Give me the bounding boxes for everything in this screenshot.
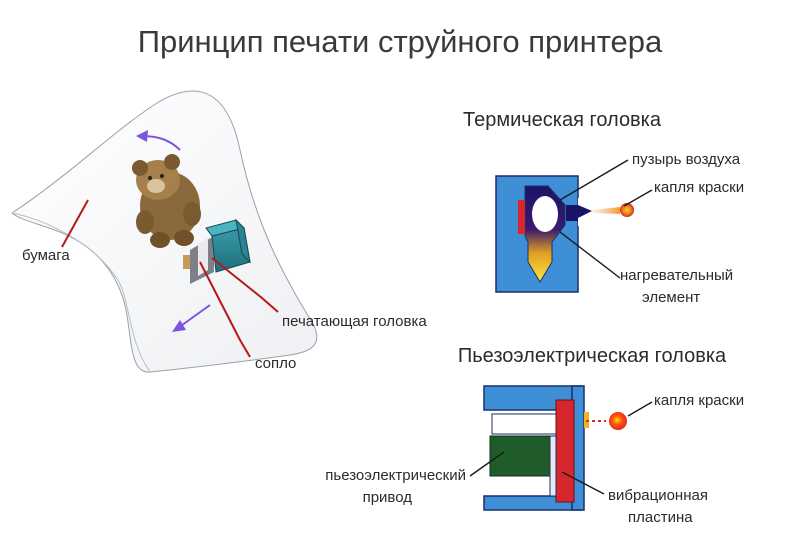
piezo-ink-drop (609, 412, 627, 430)
piezo-actuator (489, 435, 551, 477)
piezo-head-schematic (483, 385, 627, 511)
heater-label-line1: нагревательный (620, 267, 733, 284)
thermal-drop-label: капля краски (654, 179, 744, 196)
heater-leader-line (559, 231, 621, 279)
piezo-head-section: Пьезоэлектрическая головка капля краски … (325, 345, 744, 526)
paper-motion-arrowhead (136, 130, 148, 142)
heater-element (518, 200, 525, 234)
nozzle-label: сопло (255, 355, 296, 372)
thermal-head-section: Термическая головка пузырь воздуха капля… (463, 109, 744, 306)
heater-label-line2: элемент (642, 289, 700, 306)
thermal-head-schematic (495, 175, 634, 293)
printed-bear-image (132, 154, 201, 248)
bubble-leader-line (559, 159, 629, 201)
actuator-label-line2: привод (363, 489, 413, 506)
piezo-drop-label: капля краски (654, 392, 744, 409)
air-bubble (532, 196, 558, 232)
paper-leader-line (61, 199, 89, 248)
head-motion-arrow (177, 304, 211, 329)
actuator-leader-line (469, 451, 505, 477)
thermal-head-title: Термическая головка (463, 109, 662, 131)
plate-leader-line (561, 471, 605, 495)
actuator-label-line1: пьезоэлектрический (325, 467, 466, 484)
vibration-plate (549, 435, 557, 497)
nozzle-leader-line (199, 261, 251, 358)
plate-label-line1: вибрационная (608, 487, 708, 504)
thermal-drop-leader-line (623, 189, 653, 207)
printer-illustration: бумага печатающая головка сопло (11, 90, 427, 373)
bubble-label: пузырь воздуха (632, 151, 741, 168)
page-title: Принцип печати струйного принтера (138, 24, 663, 59)
piezo-head-title: Пьезоэлектрическая головка (458, 345, 727, 367)
piezo-drop-leader-line (627, 401, 653, 417)
plate-label-line2: пластина (628, 509, 693, 526)
paper-label: бумага (22, 247, 70, 264)
print-head-label: печатающая головка (282, 313, 427, 330)
paper-sheet-back-fold (11, 212, 151, 373)
print-head (183, 218, 251, 284)
head-leader-line (211, 257, 279, 313)
thermal-ink-drop (620, 203, 634, 217)
head-motion-arrowhead (172, 320, 186, 332)
